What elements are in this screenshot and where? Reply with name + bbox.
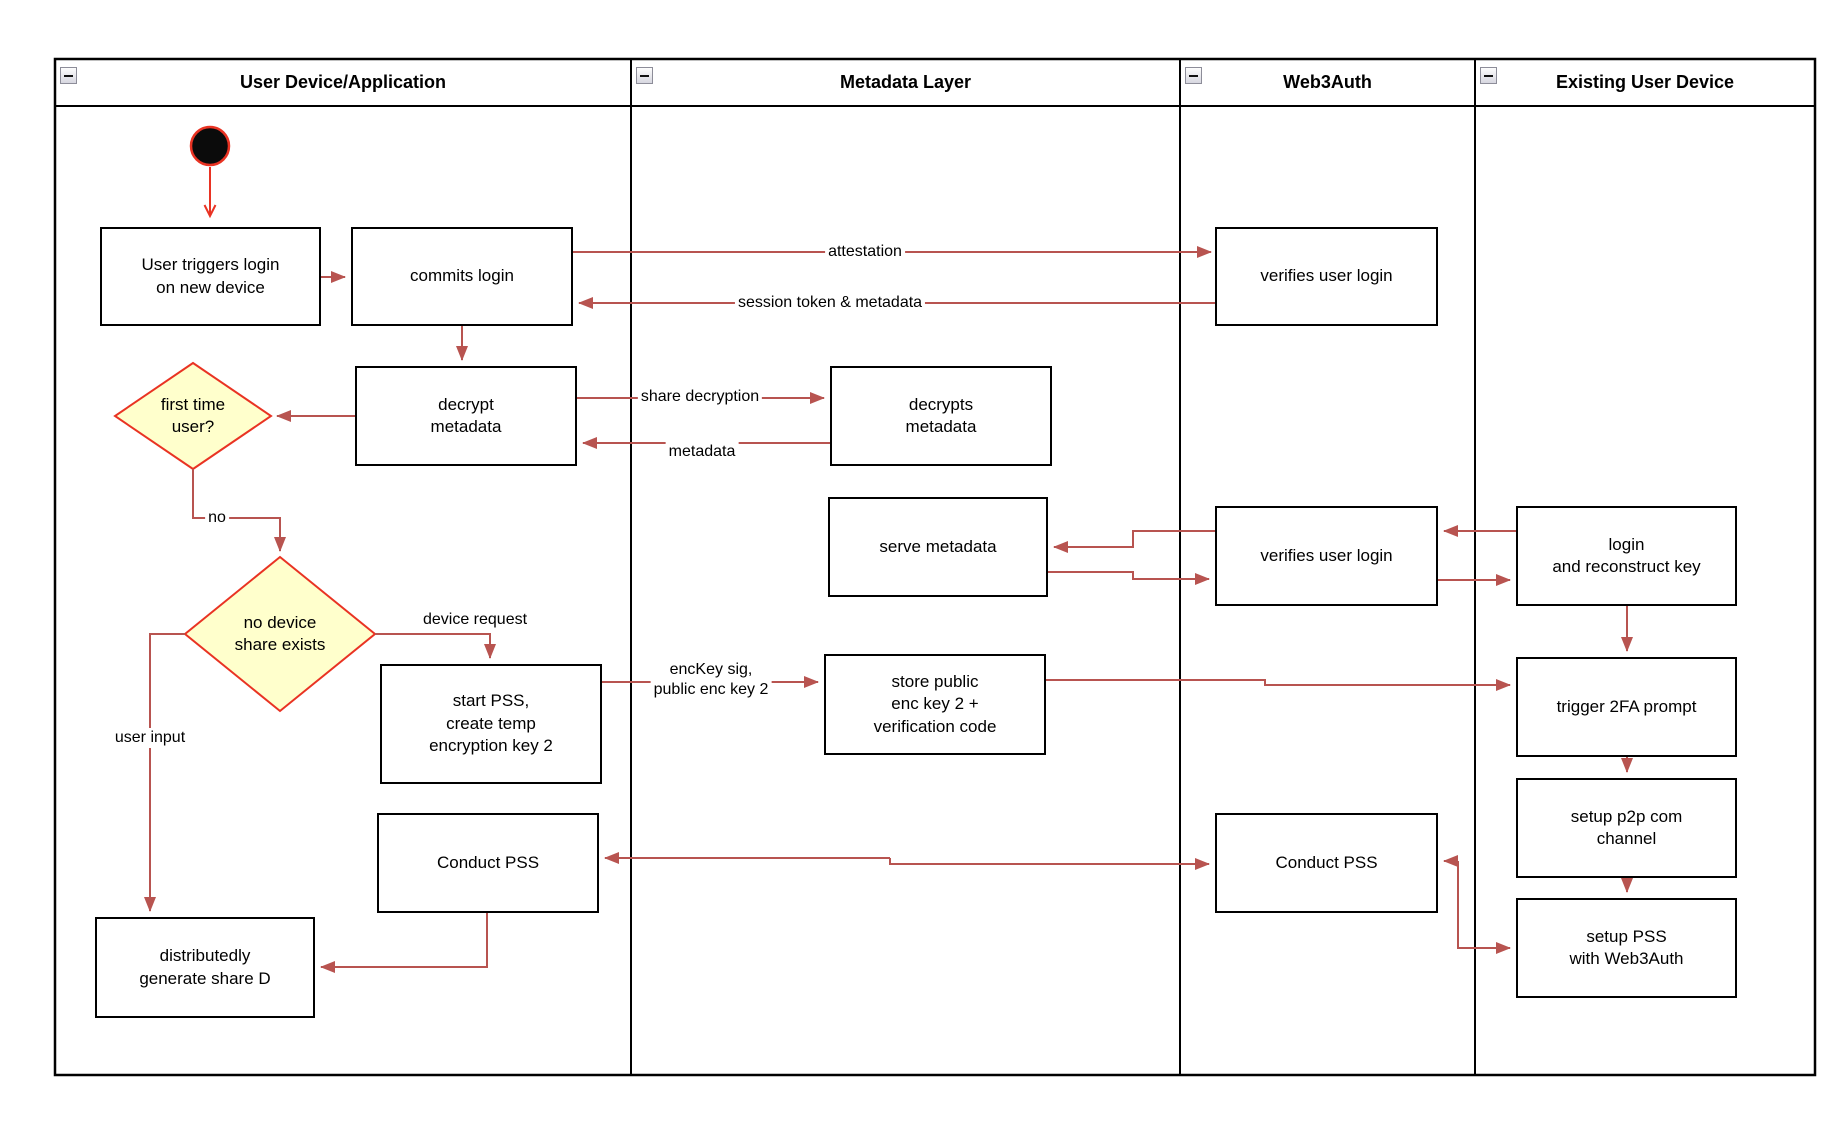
lane-header-web3auth: Web3Auth [1180, 59, 1475, 106]
node-user-triggers-login[interactable]: User triggers login on new device [100, 227, 321, 326]
edge-label-metadata: metadata [665, 442, 739, 462]
lane-header-user-device: User Device/Application [55, 59, 631, 106]
node-verifies-user-login-2[interactable]: verifies user login [1215, 506, 1438, 606]
swimlane-frame [53, 57, 1817, 1077]
edge-user-input [144, 633, 185, 912]
collapse-icon[interactable] [636, 67, 653, 84]
collapse-icon[interactable] [1185, 67, 1202, 84]
node-decrypt-metadata[interactable]: decrypt metadata [355, 366, 577, 466]
edge-no-branch [192, 469, 286, 552]
lane-header-existing-device: Existing User Device [1475, 59, 1815, 106]
edge-conductpss-right-arrow [889, 858, 1210, 870]
node-setup-p2p-channel[interactable]: setup p2p com channel [1516, 778, 1737, 878]
node-commits-login[interactable]: commits login [351, 227, 573, 326]
edge-label-device-request: device request [419, 610, 531, 630]
node-start-pss[interactable]: start PSS, create temp encryption key 2 [380, 664, 602, 784]
edge-conductleft-distrib [320, 913, 488, 973]
lane-title-user-device: User Device/Application [239, 72, 447, 92]
lane-title-web3auth: Web3Auth [1283, 72, 1372, 92]
edge-verifies2-serve [1053, 530, 1215, 553]
node-conduct-pss-right[interactable]: Conduct PSS [1215, 813, 1438, 913]
node-verifies-user-login-1[interactable]: verifies user login [1215, 227, 1438, 326]
lane-title-metadata-layer: Metadata Layer [839, 72, 972, 92]
edge-conductright-setuppss [1457, 861, 1511, 954]
edge-label-no: no [205, 508, 229, 528]
decision-no-device-share[interactable] [183, 555, 377, 713]
node-distributedly-generate-share[interactable]: distributedly generate share D [95, 917, 315, 1018]
node-conduct-pss-left[interactable]: Conduct PSS [377, 813, 599, 913]
node-trigger-2fa-prompt[interactable]: trigger 2FA prompt [1516, 657, 1737, 757]
edge-label-share-decryption: share decryption [637, 387, 763, 407]
collapse-icon[interactable] [60, 67, 77, 84]
node-serve-metadata[interactable]: serve metadata [828, 497, 1048, 597]
lane-title-existing-device: Existing User Device [1555, 72, 1735, 92]
node-login-reconstruct-key[interactable]: login and reconstruct key [1516, 506, 1737, 606]
lane-header-metadata-layer: Metadata Layer [631, 59, 1180, 106]
edge-device-request [375, 633, 496, 659]
edge-label-session-token: session token & metadata [734, 293, 926, 313]
edge-serve-verifies2 [1048, 571, 1210, 585]
edge-label-user-input: user input [111, 728, 189, 748]
label-first-time-user: first time user? [160, 394, 226, 436]
node-setup-pss-web3auth[interactable]: setup PSS with Web3Auth [1516, 898, 1737, 998]
edge-label-enckey: encKey sig, public enc key 2 [650, 660, 772, 700]
edge-store-trigger2fa [1046, 679, 1511, 691]
label-no-device-share: no device share exists [234, 612, 326, 654]
node-store-public-enc-key[interactable]: store public enc key 2 + verification co… [824, 654, 1046, 755]
start-node[interactable] [189, 125, 231, 167]
node-decrypts-metadata[interactable]: decrypts metadata [830, 366, 1052, 466]
collapse-icon[interactable] [1480, 67, 1497, 84]
edge-label-attestation: attestation [825, 242, 905, 262]
